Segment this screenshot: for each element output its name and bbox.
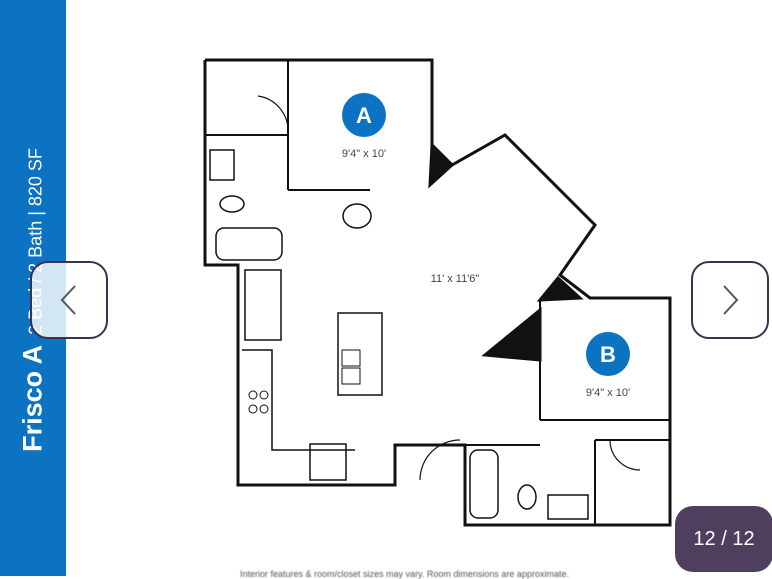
slide-counter: 12 / 12 xyxy=(675,506,772,572)
previous-button[interactable] xyxy=(30,261,108,339)
next-button[interactable] xyxy=(691,261,769,339)
room-a-dimensions: 9'4" x 10' xyxy=(342,148,386,160)
chevron-left-icon xyxy=(60,285,76,315)
room-badge-b: B xyxy=(600,342,616,367)
room-badge-a: A xyxy=(356,103,372,128)
chevron-right-icon xyxy=(723,285,739,315)
room-b-dimensions: 9'4" x 10' xyxy=(586,387,630,399)
living-dimensions: 11' x 11'6" xyxy=(431,273,480,285)
disclaimer: Interior features & room/closet sizes ma… xyxy=(240,569,569,579)
